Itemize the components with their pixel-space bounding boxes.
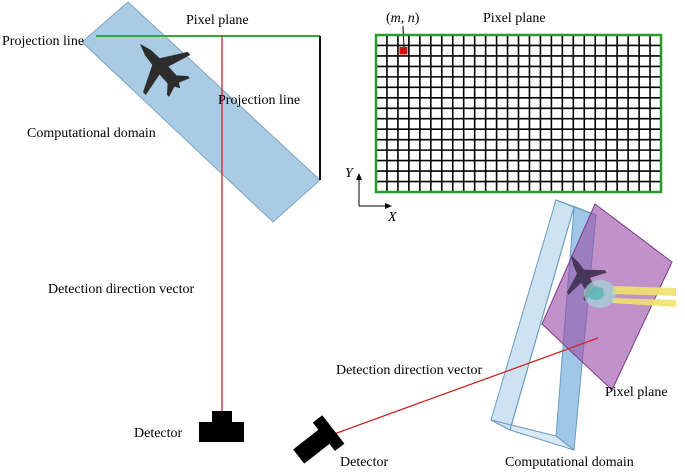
- right-pixel-plane-label: Pixel plane: [605, 385, 668, 400]
- left-panel: Pixel plane Projection line Projection l…: [2, 1, 321, 442]
- left-computational-domain: [81, 1, 321, 223]
- left-projection-line-label: Projection line: [2, 34, 84, 49]
- y-axis-arrowhead: [356, 173, 362, 180]
- pixel-grid: [376, 35, 661, 192]
- axis-y-label: Y: [345, 166, 355, 181]
- highlighted-pixel: [399, 46, 408, 55]
- grid-panel: Pixel plane (m, n) Y X: [345, 11, 663, 225]
- left-pixel-plane-label: Pixel plane: [186, 13, 249, 28]
- mn-pointer-line: [402, 25, 405, 48]
- plume: [584, 280, 676, 308]
- right-panel: Detection direction vector Pixel plane D…: [293, 199, 676, 470]
- right-detection-direction-label: Detection direction vector: [336, 363, 482, 378]
- grid-border: [374, 33, 663, 194]
- x-axis-arrowhead: [385, 203, 392, 209]
- grid-pixel-plane-label: Pixel plane: [483, 11, 546, 26]
- right-detector-icon: [293, 415, 345, 464]
- right-detection-vector: [325, 337, 599, 438]
- right-detector-label: Detector: [340, 455, 389, 470]
- right-computational-domain-label: Computational domain: [505, 455, 634, 470]
- left-detection-direction-label: Detection direction vector: [48, 282, 194, 297]
- mn-label: (m, n): [386, 11, 420, 26]
- left-aircraft-icon: [139, 43, 191, 97]
- left-computational-domain-label: Computational domain: [27, 126, 156, 141]
- left-detector-label: Detector: [134, 426, 183, 441]
- right-projection-line-label: Projection line: [218, 93, 300, 108]
- left-detector-icon: [199, 411, 244, 442]
- axis-x-label: X: [387, 210, 397, 225]
